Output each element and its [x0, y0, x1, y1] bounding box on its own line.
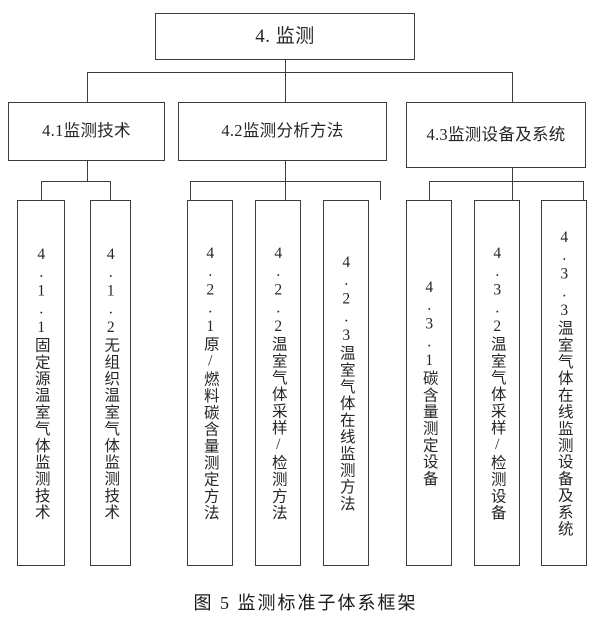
node-4-2-1-label: 4.2.1原/燃料碳含量测定方法 — [201, 244, 219, 522]
node-4-2-2-label: 4.2.2温室气体采样/检测方法 — [269, 244, 287, 522]
node-4-2-1-fuel-carbon-content-determination-method[interactable]: 4.2.1原/燃料碳含量测定方法 — [187, 200, 233, 566]
node-4-3-equipment-system[interactable]: 4.3监测设备及系统 — [406, 102, 586, 168]
node-4-3-1-carbon-content-determination-equipment[interactable]: 4.3.1碳含量测定设备 — [406, 200, 452, 566]
connector-group2-stem — [285, 161, 286, 181]
node-4-2-2-ghg-sampling-detection-method[interactable]: 4.2.2温室气体采样/检测方法 — [255, 200, 301, 566]
node-4-3-3-ghg-online-monitoring-equipment-system[interactable]: 4.3.3温室气体在线监测设备及系统 — [541, 200, 587, 566]
connector-level2-drop-1 — [87, 72, 88, 102]
node-4-2-3-ghg-online-monitoring-method[interactable]: 4.2.3温室气体在线监测方法 — [323, 200, 369, 566]
node-4-3-3-label: 4.3.3温室气体在线监测设备及系统 — [555, 228, 573, 538]
node-4-2-3-label: 4.2.3温室气体在线监测方法 — [337, 254, 355, 512]
connector-group1-drop-2 — [110, 181, 111, 200]
connector-group3-drop-1 — [429, 181, 430, 200]
node-4-1-1-label: 4.1.1固定源温室气体监测技术 — [32, 245, 50, 521]
node-4-1-1-stationary-source-ghg-monitoring-technology[interactable]: 4.1.1固定源温室气体监测技术 — [17, 200, 65, 566]
node-4-3-label: 4.3监测设备及系统 — [426, 124, 566, 144]
connector-group3-drop-3 — [583, 181, 584, 200]
connector-group1-drop-1 — [41, 181, 42, 200]
connector-level2-bus — [87, 72, 513, 73]
connector-level2-drop-2 — [285, 72, 286, 102]
connector-level2-drop-3 — [512, 72, 513, 102]
connector-group3-bus — [429, 181, 583, 182]
connector-group2-drop-3 — [380, 181, 381, 200]
connector-root-stem — [285, 60, 286, 72]
connector-group1-bus — [41, 181, 111, 182]
node-4-3-1-label: 4.3.1碳含量测定设备 — [420, 279, 438, 487]
node-4-2-label: 4.2监测分析方法 — [221, 121, 344, 141]
node-4-2-analysis-method[interactable]: 4.2监测分析方法 — [178, 102, 387, 161]
connector-group2-drop-2 — [285, 181, 286, 200]
figure-caption: 图 5 监测标准子体系框架 — [193, 593, 418, 613]
node-4-1-label: 4.1监测技术 — [42, 121, 131, 141]
node-4-1-monitoring-technology[interactable]: 4.1监测技术 — [8, 102, 165, 161]
node-4-1-2-fugitive-ghg-monitoring-technology[interactable]: 4.1.2无组织温室气体监测技术 — [90, 200, 131, 566]
node-4-3-2-ghg-sampling-detection-equipment[interactable]: 4.3.2温室气体采样/检测设备 — [474, 200, 520, 566]
connector-group3-drop-2 — [512, 181, 513, 200]
node-4-3-2-label: 4.3.2温室气体采样/检测设备 — [488, 244, 506, 522]
connector-group1-stem — [87, 161, 88, 181]
node-root-monitoring[interactable]: 4. 监测 — [155, 13, 415, 60]
node-4-1-2-label: 4.1.2无组织温室气体监测技术 — [102, 245, 120, 521]
node-root-label: 4. 监测 — [255, 25, 315, 47]
connector-group2-drop-1 — [190, 181, 191, 200]
connector-group3-stem — [512, 168, 513, 181]
